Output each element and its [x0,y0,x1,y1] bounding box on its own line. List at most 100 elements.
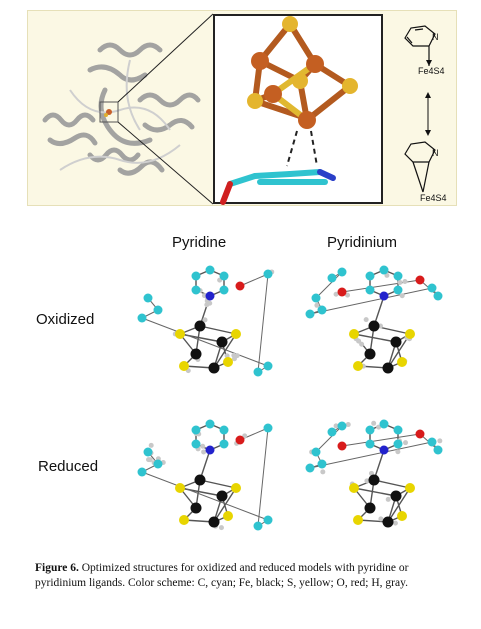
bond [213,333,237,369]
atom-h [395,449,401,455]
atom-n [379,445,389,455]
atom-c [191,439,201,449]
atom-fe [216,490,228,502]
toc-n-label-bottom: N [432,148,439,158]
atom-c [219,271,229,281]
atom-c [337,267,347,277]
atom-c [137,313,147,323]
atom-c [263,361,273,371]
bond [213,487,237,523]
atom-h [397,279,403,285]
atom-s [223,357,233,367]
atom-c [327,427,337,437]
atom-c [427,283,437,293]
atom-c [153,459,163,469]
atom-fe [390,490,402,502]
atom-h [147,457,153,463]
atom-h [314,302,320,308]
atom-c [365,439,375,449]
atom-c [263,423,273,433]
atom-c [263,515,273,525]
atom-s [405,329,415,339]
atom-c [253,367,263,377]
bond [387,487,411,523]
atom-fe [364,348,376,360]
atom-fe [190,348,202,360]
atom-fe [194,474,206,486]
atom-o [415,275,425,285]
molecule-oxidized-pyridinium [305,265,443,374]
atom-c [311,447,321,457]
atom-fe [216,336,228,348]
atom-c [393,425,403,435]
atom-h [371,420,377,426]
atom-h [201,449,207,455]
fe4s4-cluster-image [220,16,358,205]
atom-s [175,329,185,339]
atom-h [385,496,391,502]
bond [315,425,343,453]
atom-fe [190,502,202,514]
atom-c [311,293,321,303]
atom-s [175,483,185,493]
row-label-reduced: Reduced [38,458,99,475]
toc-fe4s4-label-bottom: Fe4S4 [420,193,447,203]
atom-s [349,483,359,493]
atom-c [263,269,273,279]
atom-c [379,419,389,429]
pyridine-scheme [404,25,436,193]
bond [141,471,269,521]
atom-h [320,469,326,475]
protein-ribbon-image [42,42,201,176]
atom-s [179,361,189,371]
atom-c [317,459,327,469]
col-label-pyridine: Pyridine [172,234,227,251]
atom-n [205,291,215,301]
atom-s [349,329,359,339]
atom-h [378,516,384,522]
atom-c [219,439,229,449]
atom-fe [194,320,206,332]
atom-h [403,440,409,446]
atom-h [359,341,365,347]
atom-h [345,292,351,298]
atom-h [200,443,206,449]
atom-c [205,265,215,275]
bond [315,271,343,299]
atom-h [202,317,208,323]
atom-s [179,515,189,525]
atom-h [376,424,382,430]
bond [141,317,269,367]
atom-c [379,265,389,275]
atom-h [333,423,339,429]
atom-c [427,437,437,447]
bond [239,273,269,287]
atom-c [191,425,201,435]
atom-h [363,317,369,323]
bond [257,427,269,527]
bond [373,479,411,489]
row-label-oxidized: Oxidized [36,311,95,328]
atom-c [337,421,347,431]
bond [341,279,421,293]
col-label-pyridinium: Pyridinium [327,234,398,251]
atom-fe [368,474,380,486]
atom-c [365,425,375,435]
atom-h [399,293,405,299]
atom-s [353,361,363,371]
atom-s [397,511,407,521]
atom-c [393,285,403,295]
bond [353,487,397,497]
atom-s [231,329,241,339]
atom-h [218,525,224,531]
atom-c [393,271,403,281]
atom-c [191,285,201,295]
atom-h [368,470,374,476]
toc-fe4s4-label-top: Fe4S4 [418,66,445,76]
atom-o [235,435,245,445]
atom-s [231,483,241,493]
atom-h [402,279,408,285]
atom-h [333,291,339,297]
atom-c [205,419,215,429]
